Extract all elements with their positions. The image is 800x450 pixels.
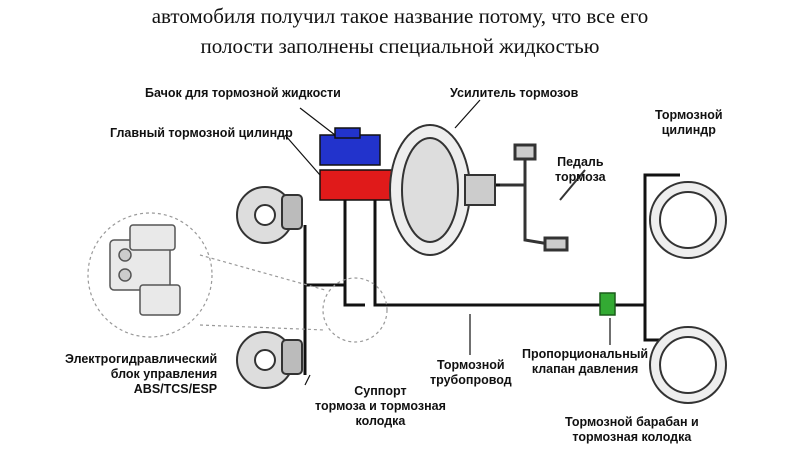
label-pointers (284, 99, 611, 386)
label-reservoir: Бачок для тормозной жидкости (145, 86, 341, 100)
label-abs-unit: Электрогидравлический блок управления AB… (65, 352, 218, 396)
reservoir (319, 127, 381, 166)
label-pedal: Педаль тормоза (555, 155, 606, 184)
drum-top (649, 181, 727, 259)
line-cross (343, 285, 365, 307)
pedal-pointer (559, 169, 586, 201)
brake-pedal (513, 143, 569, 252)
label-wheel-cylinder: Тормозной цилиндр (655, 108, 723, 137)
label-master-cylinder: Главный тормозной цилиндр (110, 126, 293, 140)
proportioning-valve (599, 292, 616, 316)
abs-unit (109, 224, 181, 316)
line-main (373, 200, 600, 307)
drum-bottom (649, 326, 727, 404)
label-booster: Усилитель тормозов (450, 86, 579, 100)
brake-booster (389, 124, 496, 256)
heading-line-1: автомобиля получил такое название потому… (151, 4, 649, 28)
label-valve: Пропорциональный клапан давления (522, 347, 649, 376)
line-rear-top (615, 173, 680, 307)
label-caliper: Суппорт тормоза и тормозная колодка (315, 384, 446, 428)
line-front-left (303, 200, 347, 375)
front-disc-top (236, 186, 303, 244)
heading-line-2: полости заполнены специальной жидкостью (200, 34, 600, 58)
front-disc-bottom (236, 331, 303, 389)
label-drum: Тормозной барабан и тормозная колодка (565, 415, 699, 444)
label-brake-pipe: Тормозной трубопровод (430, 358, 512, 387)
abs-callout (87, 212, 388, 343)
master-cylinder (319, 169, 396, 201)
